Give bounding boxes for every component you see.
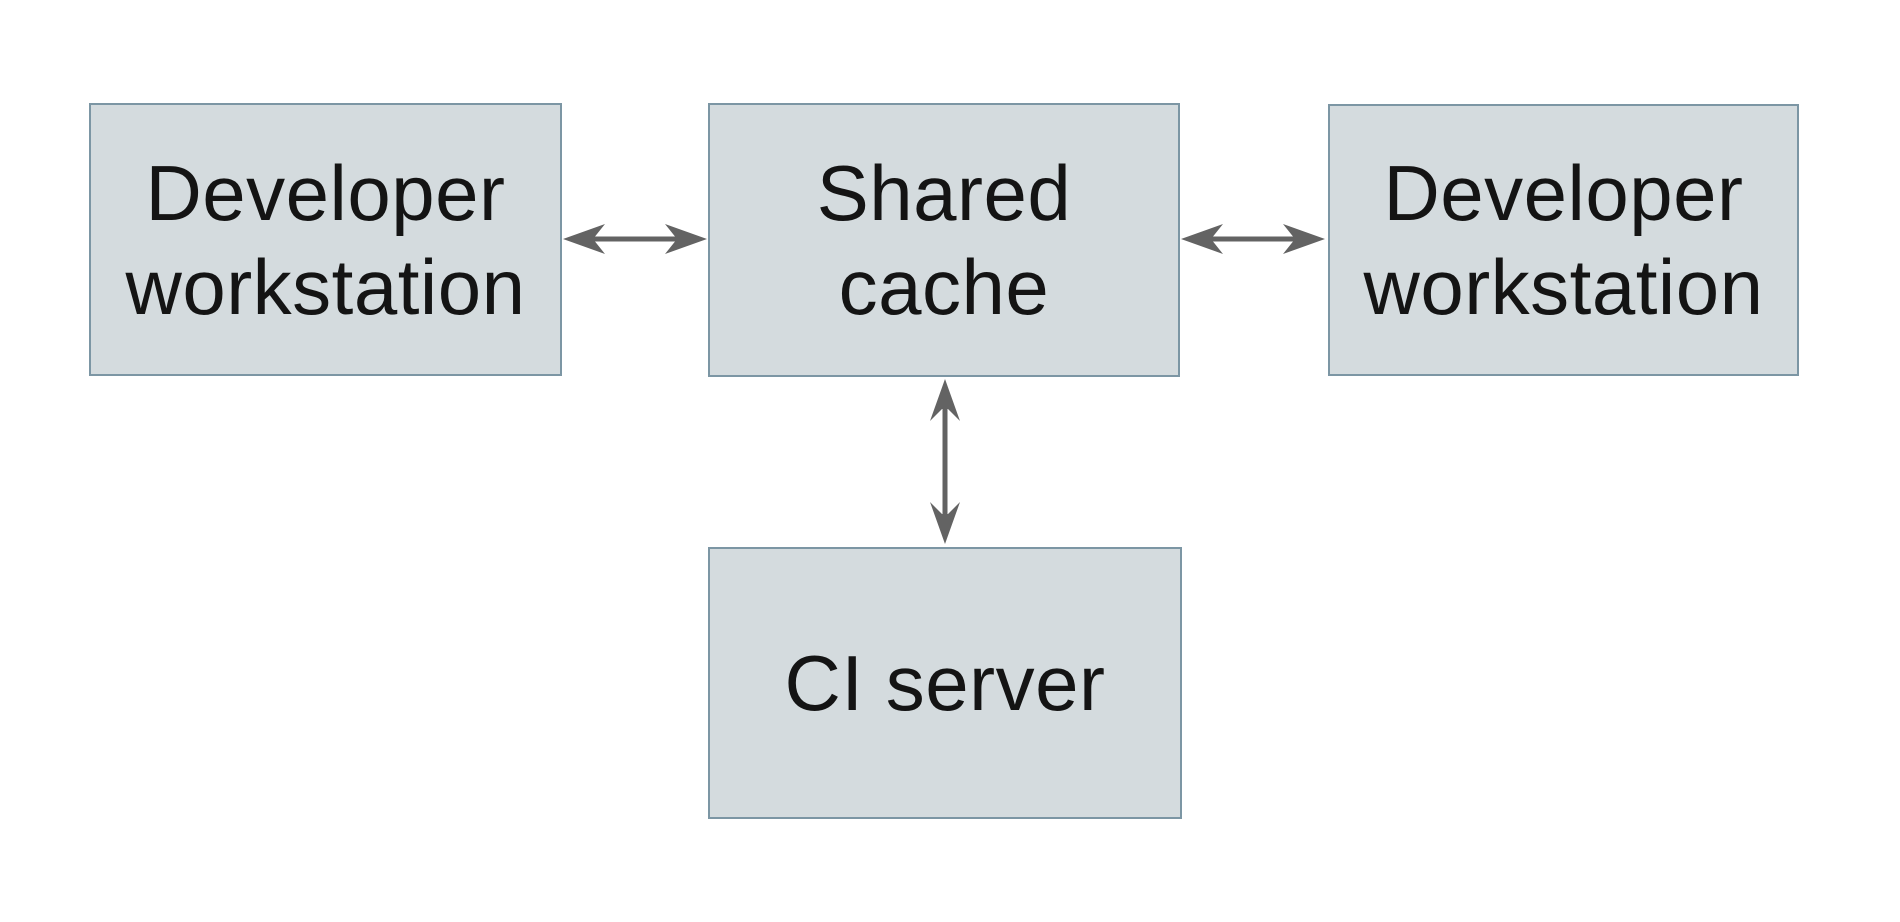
node-label: workstation: [125, 242, 526, 331]
node-label: CI server: [784, 639, 1106, 727]
node-label: workstation: [1363, 243, 1764, 331]
bidirectional-arrow-cache-ci-server: [930, 379, 960, 544]
node-label: cache: [838, 243, 1050, 331]
node-label: Developer: [1383, 149, 1744, 237]
bidirectional-arrow-cache-right-workstation: [1181, 224, 1325, 254]
node-ci-server: CI server: [708, 547, 1182, 819]
node-developer-workstation-right: Developer workstation: [1328, 104, 1799, 376]
node-label: Shared: [816, 149, 1072, 237]
bidirectional-arrow-left-workstation-cache: [563, 224, 707, 254]
node-developer-workstation-left: Developer workstation: [89, 103, 562, 376]
node-shared-cache: Shared cache: [708, 103, 1180, 377]
node-label: Developer: [145, 148, 506, 237]
